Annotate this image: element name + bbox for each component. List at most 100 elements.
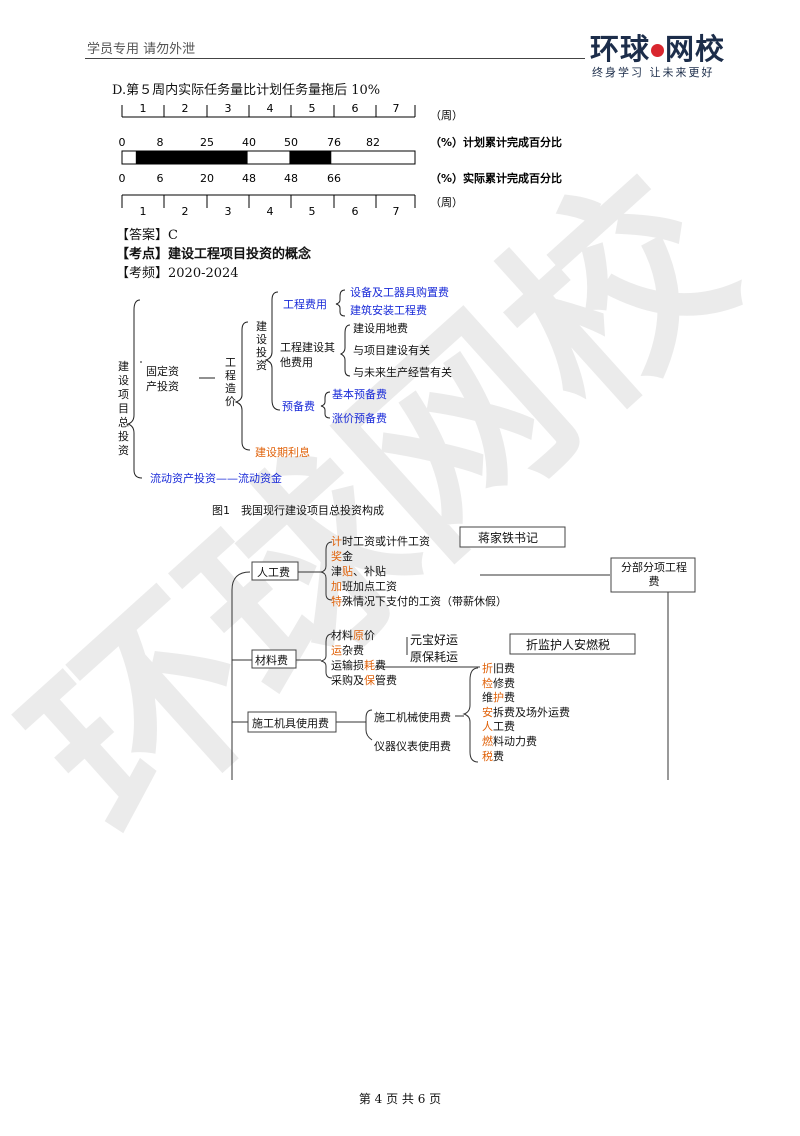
mnemonic2: 折监护人安燃税 [526, 638, 611, 652]
actual-value: 0 [119, 172, 126, 185]
material-item-pre: 材料 [331, 629, 353, 642]
machine-item-hl: 检 [482, 676, 493, 690]
point-line: 【考点】建设工程项目投资的概念 [116, 243, 311, 262]
machine-item: 折旧费 [482, 662, 570, 677]
week-bottom-4: 4 [267, 205, 274, 218]
header-divider [85, 58, 585, 59]
fig1-project-cost: 工程造价 [225, 356, 236, 408]
material-item-rest: 杂费 [342, 644, 364, 657]
week-top-1: 1 [140, 102, 147, 115]
material-item-pre: 运输损 [331, 659, 364, 672]
fig1-construction-invest: 建设投资 [256, 320, 267, 372]
labor-label: 人工费 [257, 566, 290, 579]
material-label: 材料费 [255, 654, 288, 667]
week-bottom-7: 7 [393, 205, 400, 218]
material-item-hl: 保 [364, 674, 375, 687]
figure1-brackets [126, 289, 351, 479]
material-items: 材料原价 运杂费 运输损耗费 采购及保管费 [331, 628, 397, 688]
machine-item-rest: 拆费及场外运费 [493, 705, 570, 719]
labor-item-rest: 殊情况下支付的工资（带薪休假） [342, 595, 507, 608]
material-item-pre: 采购及 [331, 674, 364, 687]
fig1-reserve: 预备费 [282, 400, 315, 413]
freq-label: 【考频】 [116, 266, 169, 281]
week-top-6: 6 [352, 102, 359, 115]
machine-item-rest: 旧费 [493, 662, 515, 675]
plan-value: 8 [157, 136, 164, 149]
plan-value: 25 [200, 136, 214, 149]
machine-item: 燃料动力费 [482, 735, 570, 750]
machine-item-hl: 人 [482, 720, 493, 734]
material-item-rest: 管费 [375, 674, 397, 687]
fig1-related: 与项目建设有关 [353, 344, 430, 357]
labor-item-pre: 津 [331, 565, 342, 578]
machine-item: 维护费 [482, 691, 570, 706]
machine-label: 施工机具使用费 [252, 717, 329, 730]
labor-item-hl: 贴 [342, 565, 353, 578]
machine-item-hl: 燃 [482, 734, 493, 748]
labor-items: 计时工资或计件工资 奖金 津贴、补贴 加班加点工资 特殊情况下支付的工资（带薪休… [331, 534, 507, 609]
freq-line: 【考频】2020-2024 [116, 262, 239, 281]
answer-value: C [168, 228, 178, 243]
week-unit-bottom: （周） [430, 196, 463, 209]
point-value: 建设工程项目投资的概念 [168, 247, 312, 262]
freq-value: 2020-2024 [168, 266, 239, 281]
machine-item-pre: 维 [482, 691, 493, 705]
progress-bar-segment [289, 151, 332, 164]
brand-slogan: 终身学习 让未来更好 [592, 66, 715, 79]
material-item: 运输损耗费 [331, 658, 397, 673]
fig1-install: 建筑安装工程费 [350, 304, 427, 317]
labor-item-hl: 计 [331, 535, 342, 548]
machine-item-hl: 税 [482, 749, 493, 763]
machine-item: 安拆费及场外运费 [482, 706, 570, 721]
fig1-engineering-fee: 工程费用 [283, 298, 327, 311]
machine-use-label: 施工机械使用费 [374, 711, 451, 724]
fig1-land: 建设用地费 [353, 322, 408, 335]
plan-value: 0 [119, 136, 126, 149]
material-item-hl: 原 [353, 629, 364, 642]
machine-item-rest: 工费 [493, 720, 515, 734]
material-item-hl: 耗 [364, 659, 375, 672]
labor-item: 奖金 [331, 549, 507, 564]
fig1-interest: 建设期利息 [255, 446, 310, 459]
material-mnemonic1: 元宝好运 [410, 633, 459, 647]
result-box [610, 557, 696, 593]
fig1-price-reserve: 涨价预备费 [332, 412, 387, 425]
actual-label: （%）实际累计完成百分比 [430, 171, 562, 185]
mnemonic1: 蒋家铁书记 [478, 531, 539, 545]
week-top-2: 2 [182, 102, 189, 115]
labor-box [251, 561, 299, 581]
material-box [251, 649, 297, 669]
week-ruler-top-ticks [121, 105, 416, 117]
labor-item: 计时工资或计件工资 [331, 534, 507, 549]
header-notice: 学员专用 请勿外泄 [87, 42, 196, 57]
plan-value: 76 [327, 136, 341, 149]
machine-item: 税费 [482, 750, 570, 765]
machine-item-hl: 护 [493, 691, 504, 705]
machine-item-hl: 安 [482, 705, 493, 719]
labor-item-rest: 、补贴 [353, 565, 386, 578]
week-top-7: 7 [393, 102, 400, 115]
labor-item-rest: 金 [342, 550, 353, 563]
labor-item-rest: 班加点工资 [342, 580, 397, 593]
week-top-3: 3 [225, 102, 232, 115]
material-item: 材料原价 [331, 628, 397, 643]
mnemonic1-box [459, 526, 566, 548]
labor-item-hl: 加 [331, 580, 342, 593]
fig1-basic-reserve: 基本预备费 [332, 388, 387, 401]
week-bottom-3: 3 [225, 205, 232, 218]
actual-value: 48 [284, 172, 298, 185]
fig1-equipment: 设备及工器具购置费 [350, 286, 449, 299]
actual-value: 66 [327, 172, 341, 185]
material-item-rest: 费 [375, 659, 386, 672]
labor-item-hl: 奖 [331, 550, 342, 563]
progress-bar-segment [135, 151, 248, 164]
page-footer: 第 4 页 共 6 页 [358, 1092, 442, 1106]
material-item: 采购及保管费 [331, 673, 397, 688]
material-item-hl: 运 [331, 644, 342, 657]
figure2-lines [231, 526, 696, 780]
week-top-4: 4 [267, 102, 274, 115]
fig1-other-fee: 工程建设其他费用 [280, 341, 335, 369]
actual-value: 6 [157, 172, 164, 185]
fig1-future: 与未来生产经营有关 [353, 366, 452, 379]
labor-item: 特殊情况下支付的工资（带薪休假） [331, 594, 507, 609]
